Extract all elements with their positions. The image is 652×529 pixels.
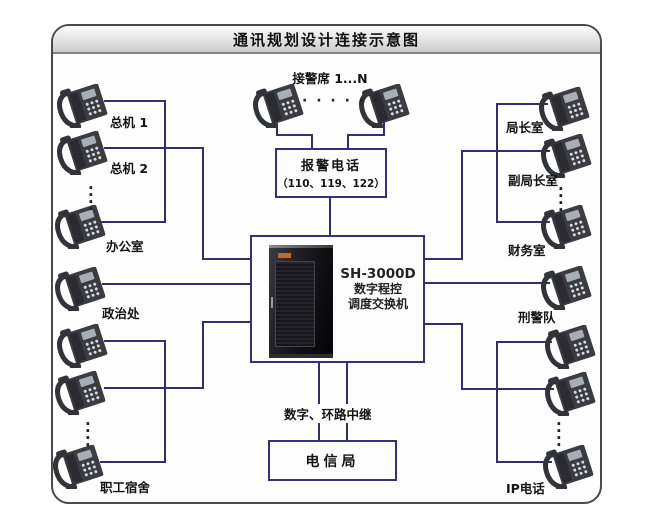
- phone-icon: [537, 82, 592, 136]
- phone-icon: [55, 319, 110, 373]
- phone-icon: [53, 366, 108, 420]
- alarm-phone-box: 报警电话 （110、119、122）: [275, 148, 387, 198]
- phone-icon: [53, 200, 108, 254]
- dots-right-upper: · · · ·: [558, 180, 564, 219]
- label-switchboard-1: 总机 1: [110, 115, 149, 130]
- switch-text: SH-3000D 数字程控 调度交换机: [332, 267, 424, 312]
- phone-icon: [55, 79, 110, 133]
- dots-left-upper: · · · ·: [88, 179, 94, 218]
- rack-base: [269, 354, 333, 358]
- wire-segment: [104, 321, 251, 389]
- switch-model: SH-3000D: [340, 266, 416, 282]
- wire-segment: [347, 122, 385, 149]
- alarm-box-title: 报警电话: [300, 159, 361, 174]
- phone-icon: [55, 126, 110, 180]
- wires: [100, 100, 554, 463]
- label-political-office: 政治处: [102, 306, 140, 321]
- wire-segment: [424, 150, 550, 260]
- switch-line2: 数字程控: [353, 282, 402, 296]
- rack-handle: [271, 297, 273, 308]
- label-finance-room: 财务室: [508, 243, 546, 258]
- phone-icon: [53, 262, 108, 316]
- wire-segment: [276, 122, 313, 149]
- alarm-box-numbers: （110、119、122）: [277, 178, 385, 190]
- dots-right-lower: · · · ·: [556, 415, 562, 454]
- label-trunk: 数字、环路中继: [282, 404, 374, 423]
- phone-icon: [539, 200, 594, 254]
- switch-line3: 调度交换机: [347, 297, 408, 311]
- phone-icon: [51, 440, 106, 494]
- dots-left-lower: · · · ·: [85, 415, 91, 454]
- title-bar: 通讯规划设计连接示意图: [53, 26, 600, 54]
- label-deputy-director-room: 副局长室: [508, 173, 559, 188]
- label-director-room: 局长室: [506, 120, 544, 135]
- rack-cabinet-image: [269, 245, 333, 358]
- wire-segment: [424, 323, 554, 390]
- telecom-box-label: 电信局: [305, 453, 360, 470]
- dots-operator: · · · · · ·: [302, 93, 381, 109]
- wire-segment: [496, 341, 552, 463]
- telecom-box: 电信局: [268, 440, 397, 481]
- label-staff-dormitory: 职工宿舍: [100, 480, 151, 495]
- label-ip-phone: IP电话: [506, 481, 545, 496]
- phone-icon: [541, 440, 596, 494]
- rack-door: [275, 261, 315, 347]
- rack-top-highlight: [269, 245, 333, 248]
- wire-segment: [100, 100, 166, 223]
- label-criminal-police: 刑警队: [518, 310, 556, 325]
- page-title: 通讯规划设计连接示意图: [232, 30, 420, 49]
- wire-segment: [496, 103, 550, 223]
- phone-icon: [543, 320, 598, 374]
- phone-icon: [543, 367, 598, 421]
- label-switchboard-2: 总机 2: [110, 161, 149, 176]
- label-office: 办公室: [106, 239, 144, 254]
- label-operator-seats: 接警席 1...N: [292, 71, 368, 86]
- wire-segment: [100, 340, 166, 463]
- switch-box: SH-3000D 数字程控 调度交换机: [250, 235, 425, 363]
- rack-brand-badge: [278, 253, 291, 258]
- wire-segment: [104, 147, 251, 260]
